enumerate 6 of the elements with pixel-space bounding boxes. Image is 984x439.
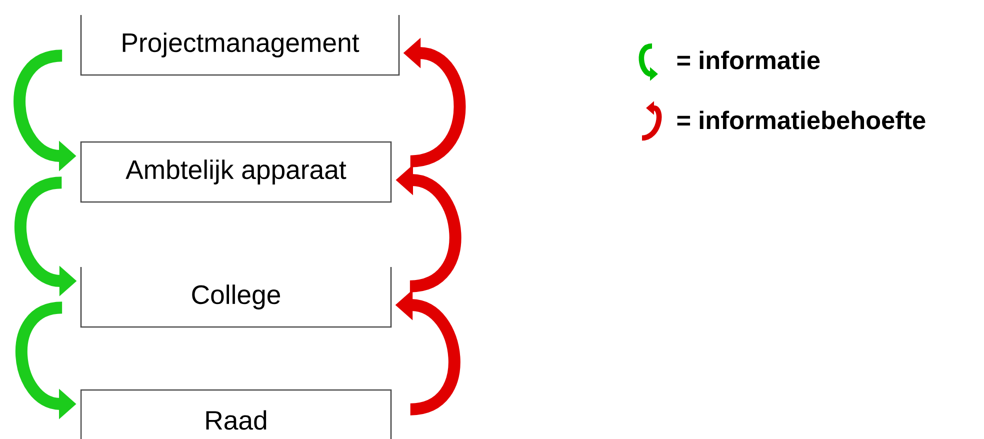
process-box: Projectmanagement (80, 15, 400, 76)
legend-text: = informatie (677, 50, 820, 70)
process-box: Ambtelijk apparaat (80, 141, 392, 203)
process-box: College (80, 267, 392, 328)
process-box: Raad (80, 389, 392, 439)
legend-text: = informatiebehoefte (677, 110, 926, 130)
